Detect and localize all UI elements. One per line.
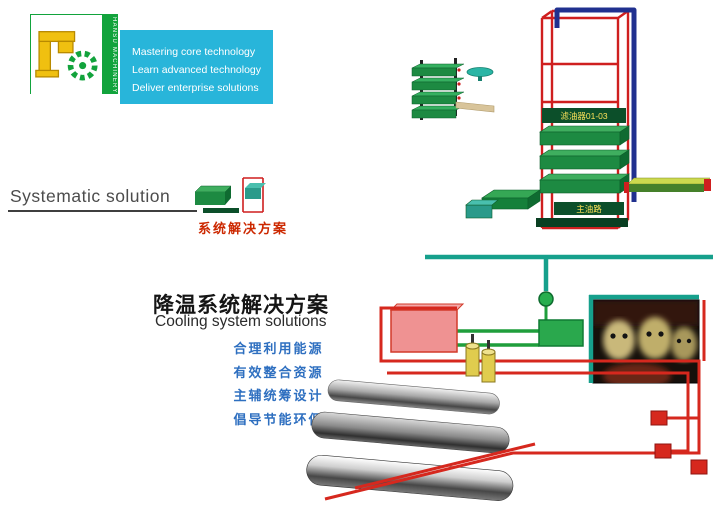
section-title-cn: 系统解决方案 [198,221,289,236]
cooling-heading-en: Cooling system solutions [155,313,327,330]
small-rack-disc [466,67,494,81]
small-rack-illustration [411,58,495,120]
roller-cylinder-2 [311,411,510,454]
benefit-bullets: 合理利用能源 有效整合资源 主辅统筹设计 倡导节能环保 [196,337,361,431]
loose-green-parts [465,189,541,219]
logo-top: HANSU MACHINERY [30,14,118,94]
main-oil-label: 主油路 [576,204,602,214]
slogan-banner: Mastering core technology Learn advanced… [120,30,273,104]
slogan-line-2: Learn advanced technology [132,64,262,76]
slogan-line-3: Deliver enterprise solutions [132,82,259,94]
filter-rack-illustration: 滤油器01-03 主油路 [465,7,711,230]
logo-gear-icon [67,50,98,81]
heat-exchanger-block [389,303,465,353]
cooling-heading-cn: 降温系统解决方案 [153,294,329,317]
small-rack-arm [455,101,495,113]
logo-en-sub: MACHINERY [111,46,117,94]
filter-label-band: 滤油器01-03 [542,108,626,123]
rack-base [536,218,628,227]
logo-vertical-text: HANSU MACHINERY [102,15,117,94]
thumb-frame [242,177,264,213]
bullet-item-2: 有效整合资源 [233,364,324,380]
green-valve-icon [538,291,554,307]
cooling-piping-illustration [306,254,713,501]
company-logo: HANSU MACHINERY 漢塑機械 [30,14,118,94]
logo-en: HANSU [111,17,117,45]
small-rack-shelves [411,63,465,119]
slogan-line-1: Mastering core technology [132,46,256,58]
logo-machine-icon [35,31,98,81]
long-beam [624,177,711,193]
hot-oil-pipes-red [324,300,706,501]
bullet-item-4: 倡导节能环保 [233,411,324,427]
bullet-item-3: 主辅统筹设计 [233,388,324,403]
bullet-item-1: 合理利用能源 [233,341,324,356]
accumulator-cylinders [465,334,496,383]
systematic-thumbnail-illustration [194,177,266,213]
section-title-rule [8,210,197,212]
green-unit-block [538,319,584,347]
coolant-pipes-teal [425,254,713,383]
section-title-en: Systematic solution [10,186,171,206]
filter-shelves [539,125,630,194]
blue-oil-pipe [554,7,637,202]
main-oil-band: 主油路 [554,202,624,215]
filter-label: 滤油器01-03 [560,111,608,121]
operators-photo [592,299,700,384]
roller-cylinder-1 [327,379,500,415]
red-junction-boxes [650,410,708,475]
